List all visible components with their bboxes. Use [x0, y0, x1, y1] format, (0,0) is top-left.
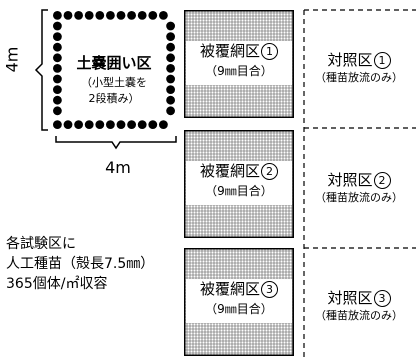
height-dimension-bracket [34, 9, 48, 131]
sandbag-dots [53, 11, 175, 129]
stocking-note-line-3: 365個体/㎡収容 [6, 276, 108, 292]
width-dimension-bracket [55, 136, 177, 150]
sandbag-plot-title: 土嚢囲い区 [76, 54, 152, 72]
sandbag-plot: 土嚢囲い区 （小型土嚢を 2段積み） [52, 10, 176, 130]
control-plot-2-spec: （種苗放流のみ） [315, 191, 403, 204]
height-dimension-label: 4m [2, 46, 22, 73]
mesh-plot-1-number: 1 [261, 43, 278, 60]
mesh-plot-3-spec: （9㎜目合） [205, 302, 273, 316]
mesh-plot-1-spec: （9㎜目合） [205, 64, 273, 78]
control-plot-1-spec: （種苗放流のみ） [315, 71, 403, 84]
control-plots-outline [303, 9, 416, 358]
control-plot-3-number: 3 [373, 290, 391, 307]
sandbag-plot-subtitle-1: （小型土嚢を [81, 76, 147, 89]
control-plot-1-number: 1 [373, 52, 391, 69]
width-dimension-label: 4m [105, 158, 131, 177]
stocking-note-line-1: 各試験区に [6, 236, 76, 252]
sandbag-plot-subtitle-2: 2段積み） [88, 92, 140, 105]
stocking-note: 各試験区に 人工種苗（殻長7.5㎜） 365個体/㎡収容 [6, 234, 154, 294]
control-plot-3-spec: （種苗放流のみ） [315, 309, 403, 322]
control-plot-1-name: 対照区 [327, 51, 373, 69]
mesh-plot-2-spec: （9㎜目合） [205, 184, 273, 198]
control-plot-2-name: 対照区 [327, 171, 373, 189]
mesh-plot-2-number: 2 [261, 163, 278, 180]
control-plot-3-name: 対照区 [327, 289, 373, 307]
stocking-note-line-2: 人工種苗（殻長7.5㎜） [6, 256, 155, 272]
mesh-plot-3-number: 3 [261, 281, 278, 298]
mesh-plot-2-name: 被覆網区 [199, 162, 260, 180]
mesh-plot-1-name: 被覆網区 [199, 42, 260, 60]
mesh-plot-3-name: 被覆網区 [199, 280, 260, 298]
control-plot-2-number: 2 [373, 172, 391, 189]
